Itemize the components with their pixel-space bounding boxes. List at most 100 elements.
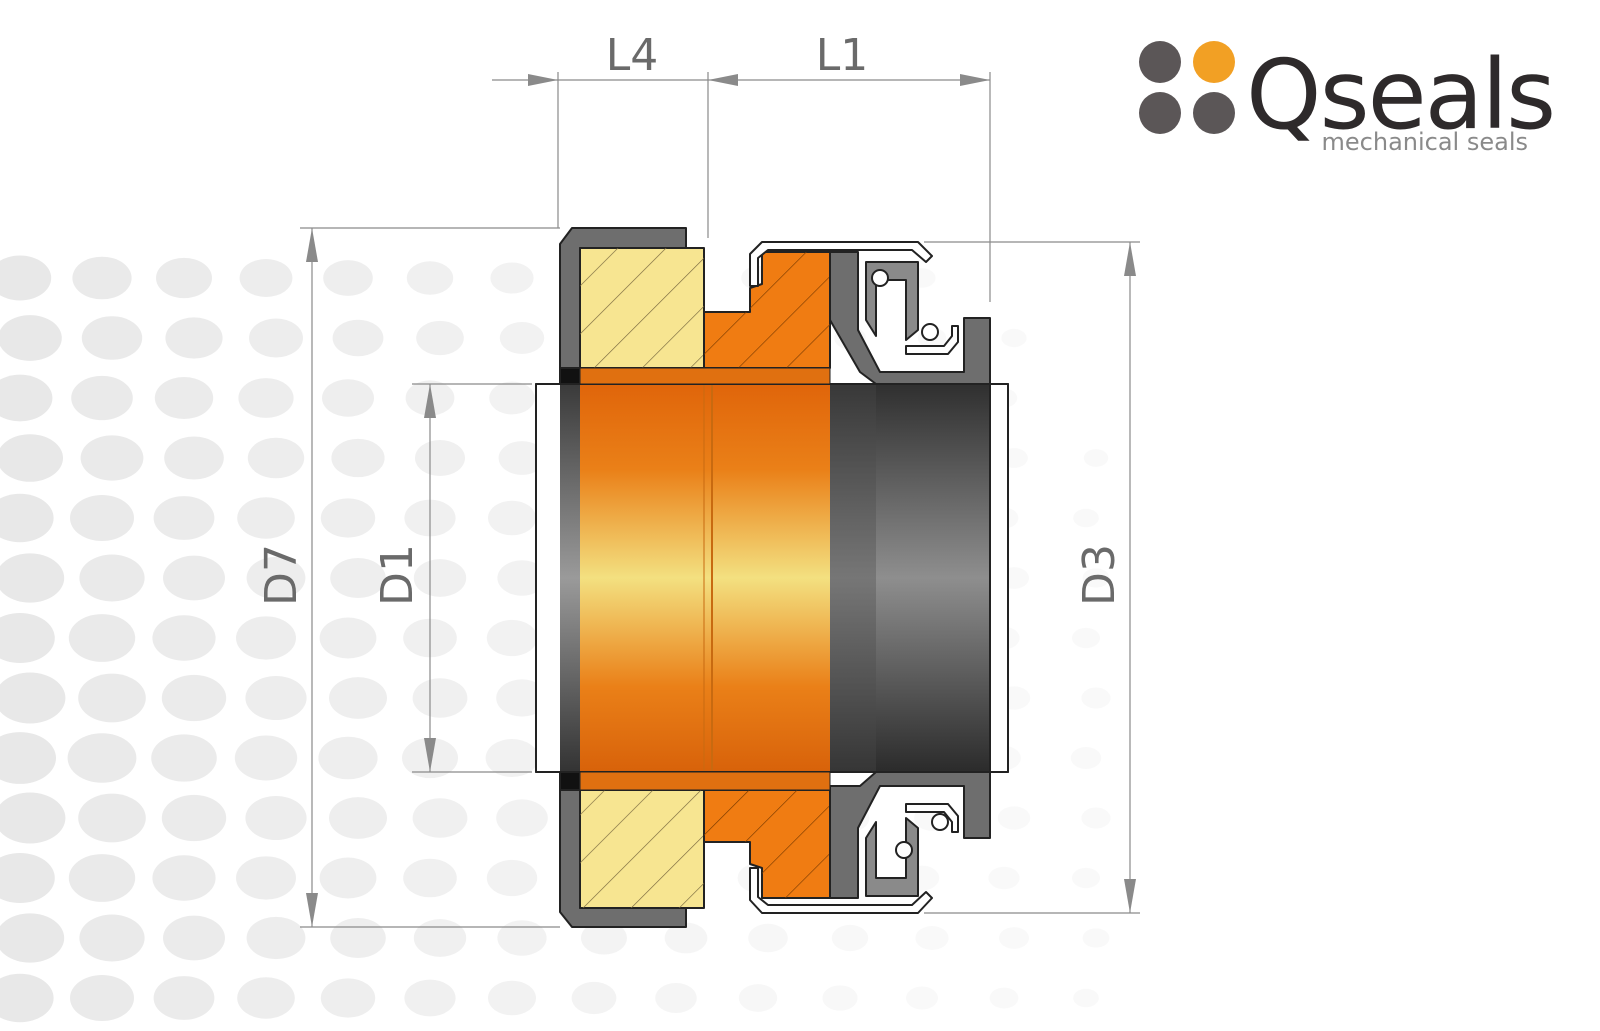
- background-dot: [496, 799, 548, 837]
- background-dot: [78, 673, 146, 723]
- background-dot: [329, 797, 387, 839]
- background-dot: [161, 794, 227, 842]
- background-dot: [245, 675, 307, 721]
- background-dot: [1070, 747, 1102, 769]
- background-dot: [161, 674, 227, 722]
- background-dot: [156, 257, 212, 299]
- background-dot: [68, 854, 136, 902]
- background-dot: [915, 926, 949, 950]
- dimension-label-d7: D7: [256, 544, 307, 606]
- background-dot: [79, 914, 145, 962]
- background-dot: [237, 497, 295, 539]
- background-dot: [0, 612, 55, 664]
- spring-housing-bottom: [865, 817, 919, 897]
- background-dot: [152, 855, 216, 901]
- background-dot: [0, 852, 55, 904]
- background-dot: [0, 732, 56, 784]
- background-dot: [1081, 687, 1111, 709]
- background-dot: [1073, 988, 1099, 1008]
- background-dot: [330, 557, 386, 599]
- logo-dot: [1139, 41, 1181, 83]
- background-dot: [249, 318, 303, 358]
- background-dot: [486, 859, 538, 897]
- background-dot: [0, 434, 63, 482]
- background-dot: [319, 617, 377, 659]
- background-dot: [0, 792, 66, 844]
- background-dot: [0, 973, 54, 1023]
- spring-cup-bottom: [749, 867, 933, 914]
- logo-dot: [1193, 41, 1235, 83]
- background-dot: [163, 915, 225, 961]
- background-dot: [68, 614, 136, 662]
- background-dot: [320, 498, 376, 538]
- dimension-label-l1: L1: [816, 30, 869, 81]
- dimension-label-d1: D1: [372, 544, 423, 606]
- background-dot: [413, 559, 467, 597]
- background-dot: [999, 927, 1029, 949]
- spring-coil-top: [921, 323, 939, 341]
- background-dot: [0, 553, 65, 603]
- background-dot: [581, 921, 627, 955]
- background-dot: [499, 322, 545, 354]
- background-dot: [67, 733, 137, 783]
- background-dot: [0, 374, 53, 422]
- spring-cup-top: [749, 241, 933, 287]
- dimension-lines: [300, 72, 1140, 928]
- background-dot: [1082, 928, 1110, 948]
- background-dot: [997, 806, 1031, 830]
- background-dot: [488, 980, 536, 1016]
- spring-coil-bottom: [895, 841, 913, 859]
- background-dot: [498, 441, 546, 475]
- background-dot: [79, 554, 145, 602]
- background-dot: [318, 736, 378, 780]
- background-dot: [1072, 867, 1100, 889]
- background-dot: [246, 556, 306, 600]
- background-dot: [988, 866, 1020, 890]
- background-dot: [412, 678, 468, 718]
- background-dot: [78, 793, 146, 843]
- background-dot: [497, 560, 547, 596]
- background-dot: [1082, 568, 1110, 588]
- background-dot: [322, 379, 374, 417]
- background-dot: [151, 734, 217, 782]
- background-dot: [332, 319, 384, 357]
- background-dot: [1001, 328, 1027, 348]
- sleeve-grey-body: [830, 384, 990, 772]
- background-dot: [416, 320, 464, 356]
- background-dot: [323, 260, 373, 296]
- retainer-top: [829, 251, 991, 385]
- retainer-bottom: [829, 771, 991, 899]
- background-dot: [0, 493, 54, 543]
- sleeve-orange-body: [580, 384, 830, 772]
- background-dot: [331, 438, 385, 478]
- background-dot: [489, 381, 535, 415]
- brand-name: Qseals: [1246, 39, 1554, 151]
- background-dot: [1073, 508, 1099, 528]
- background-dot: [1072, 627, 1100, 649]
- background-dot: [486, 619, 538, 657]
- background-dot: [0, 913, 65, 963]
- background-dot: [655, 983, 697, 1013]
- logo-dot: [1193, 92, 1235, 134]
- background-dot: [485, 738, 539, 778]
- sleeve-left-band: [560, 384, 582, 772]
- background-dot: [0, 672, 66, 724]
- background-dot: [330, 917, 386, 959]
- background-dot: [497, 920, 547, 956]
- background-dot: [496, 679, 548, 717]
- background-dot: [413, 919, 467, 957]
- background-dot: [153, 976, 215, 1020]
- background-dot: [72, 256, 132, 300]
- background-dot: [822, 985, 858, 1011]
- background-dot: [0, 255, 52, 301]
- background-dot: [163, 555, 225, 601]
- dimension-label-d3: D3: [1074, 544, 1125, 606]
- background-dot: [164, 436, 224, 480]
- background-dot: [738, 984, 778, 1012]
- background-dot: [239, 258, 293, 298]
- logo-dot: [1139, 92, 1181, 134]
- background-dot: [152, 615, 216, 661]
- background-dot: [329, 677, 387, 719]
- background-dot: [490, 262, 534, 294]
- background-dot: [319, 857, 377, 899]
